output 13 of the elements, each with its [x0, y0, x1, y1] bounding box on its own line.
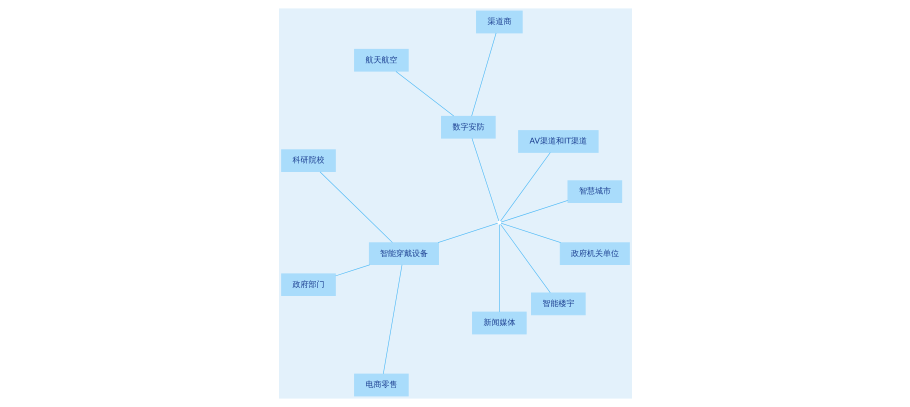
connector — [498, 224, 500, 312]
connector — [500, 222, 560, 243]
connector — [382, 264, 402, 374]
connector — [334, 264, 370, 276]
connector — [395, 71, 454, 116]
connector — [471, 138, 499, 222]
connector — [437, 222, 498, 243]
connector — [470, 32, 496, 116]
connector — [500, 200, 568, 222]
connector — [500, 152, 550, 222]
connector — [319, 172, 392, 243]
node-point — [496, 220, 501, 225]
connector — [500, 224, 550, 294]
